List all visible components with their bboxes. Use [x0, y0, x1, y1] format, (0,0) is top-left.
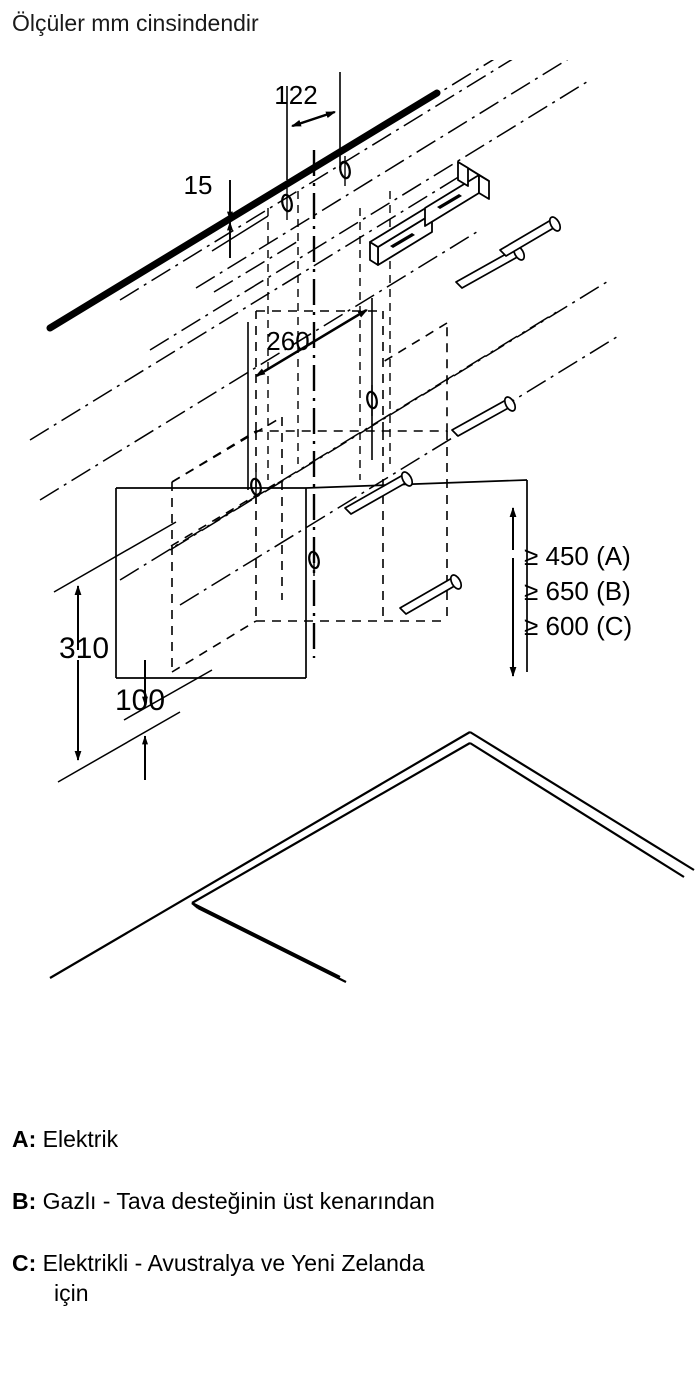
- dimension-label-100: 100: [115, 684, 165, 717]
- screw-2: [499, 216, 562, 257]
- dimension-100: 100: [115, 660, 213, 780]
- mounting-holes: [250, 160, 378, 570]
- legend-item-a: A: Elektrik: [12, 1124, 688, 1154]
- screw-5: [399, 574, 463, 615]
- screw-3: [451, 396, 517, 437]
- dimension-label-122: 122: [274, 80, 317, 110]
- height-label-b: ≥ 650 (B): [524, 576, 631, 606]
- screw-4: [344, 471, 414, 515]
- dimension-15: 15: [184, 170, 269, 258]
- worktop-outline: [49, 731, 695, 983]
- wall-bracket-lower: [369, 208, 433, 266]
- legend-text-a: Elektrik: [42, 1126, 119, 1152]
- dimension-label-15: 15: [184, 170, 213, 200]
- dimension-label-260: 260: [266, 326, 309, 356]
- installation-diagram: 122 15 260 310 100: [29, 60, 695, 983]
- legend-text-b: Gazlı - Tava desteğinin üst kenarından: [42, 1188, 435, 1214]
- dimension-310: 310: [53, 521, 181, 783]
- legend-key-b: B:: [12, 1188, 37, 1214]
- dimension-122: 122: [274, 72, 341, 180]
- dimension-label-310: 310: [59, 632, 109, 665]
- legend-item-c: C: Elektrikli - Avustralya ve Yeni Zelan…: [12, 1248, 688, 1278]
- legend-key-a: A:: [12, 1126, 37, 1152]
- dimension-260: 260: [247, 298, 373, 490]
- center-lines-diagonal: [29, 60, 621, 606]
- height-label-c: ≥ 600 (C): [524, 611, 632, 641]
- legend-text-c-wrap: için: [54, 1280, 89, 1306]
- legend-key-c: C:: [12, 1250, 37, 1276]
- hood-body-outline: [170, 310, 448, 673]
- screw-1: [455, 245, 526, 289]
- wall-screws: [344, 216, 562, 615]
- dimension-installation-height: ≥ 450 (A) ≥ 650 (B) ≥ 600 (C): [509, 507, 632, 677]
- ceiling-wall-edge: [46, 89, 441, 332]
- wall-bracket-upper: [424, 161, 490, 227]
- legend-item-b: B: Gazlı - Tava desteğinin üst kenarında…: [12, 1186, 688, 1216]
- legend-text-c: Elektrikli - Avustralya ve Yeni Zelanda: [42, 1250, 425, 1276]
- hood-visible-edges: [115, 479, 528, 679]
- page-title: Ölçüler mm cinsindendir: [12, 10, 259, 36]
- height-label-a: ≥ 450 (A): [524, 541, 631, 571]
